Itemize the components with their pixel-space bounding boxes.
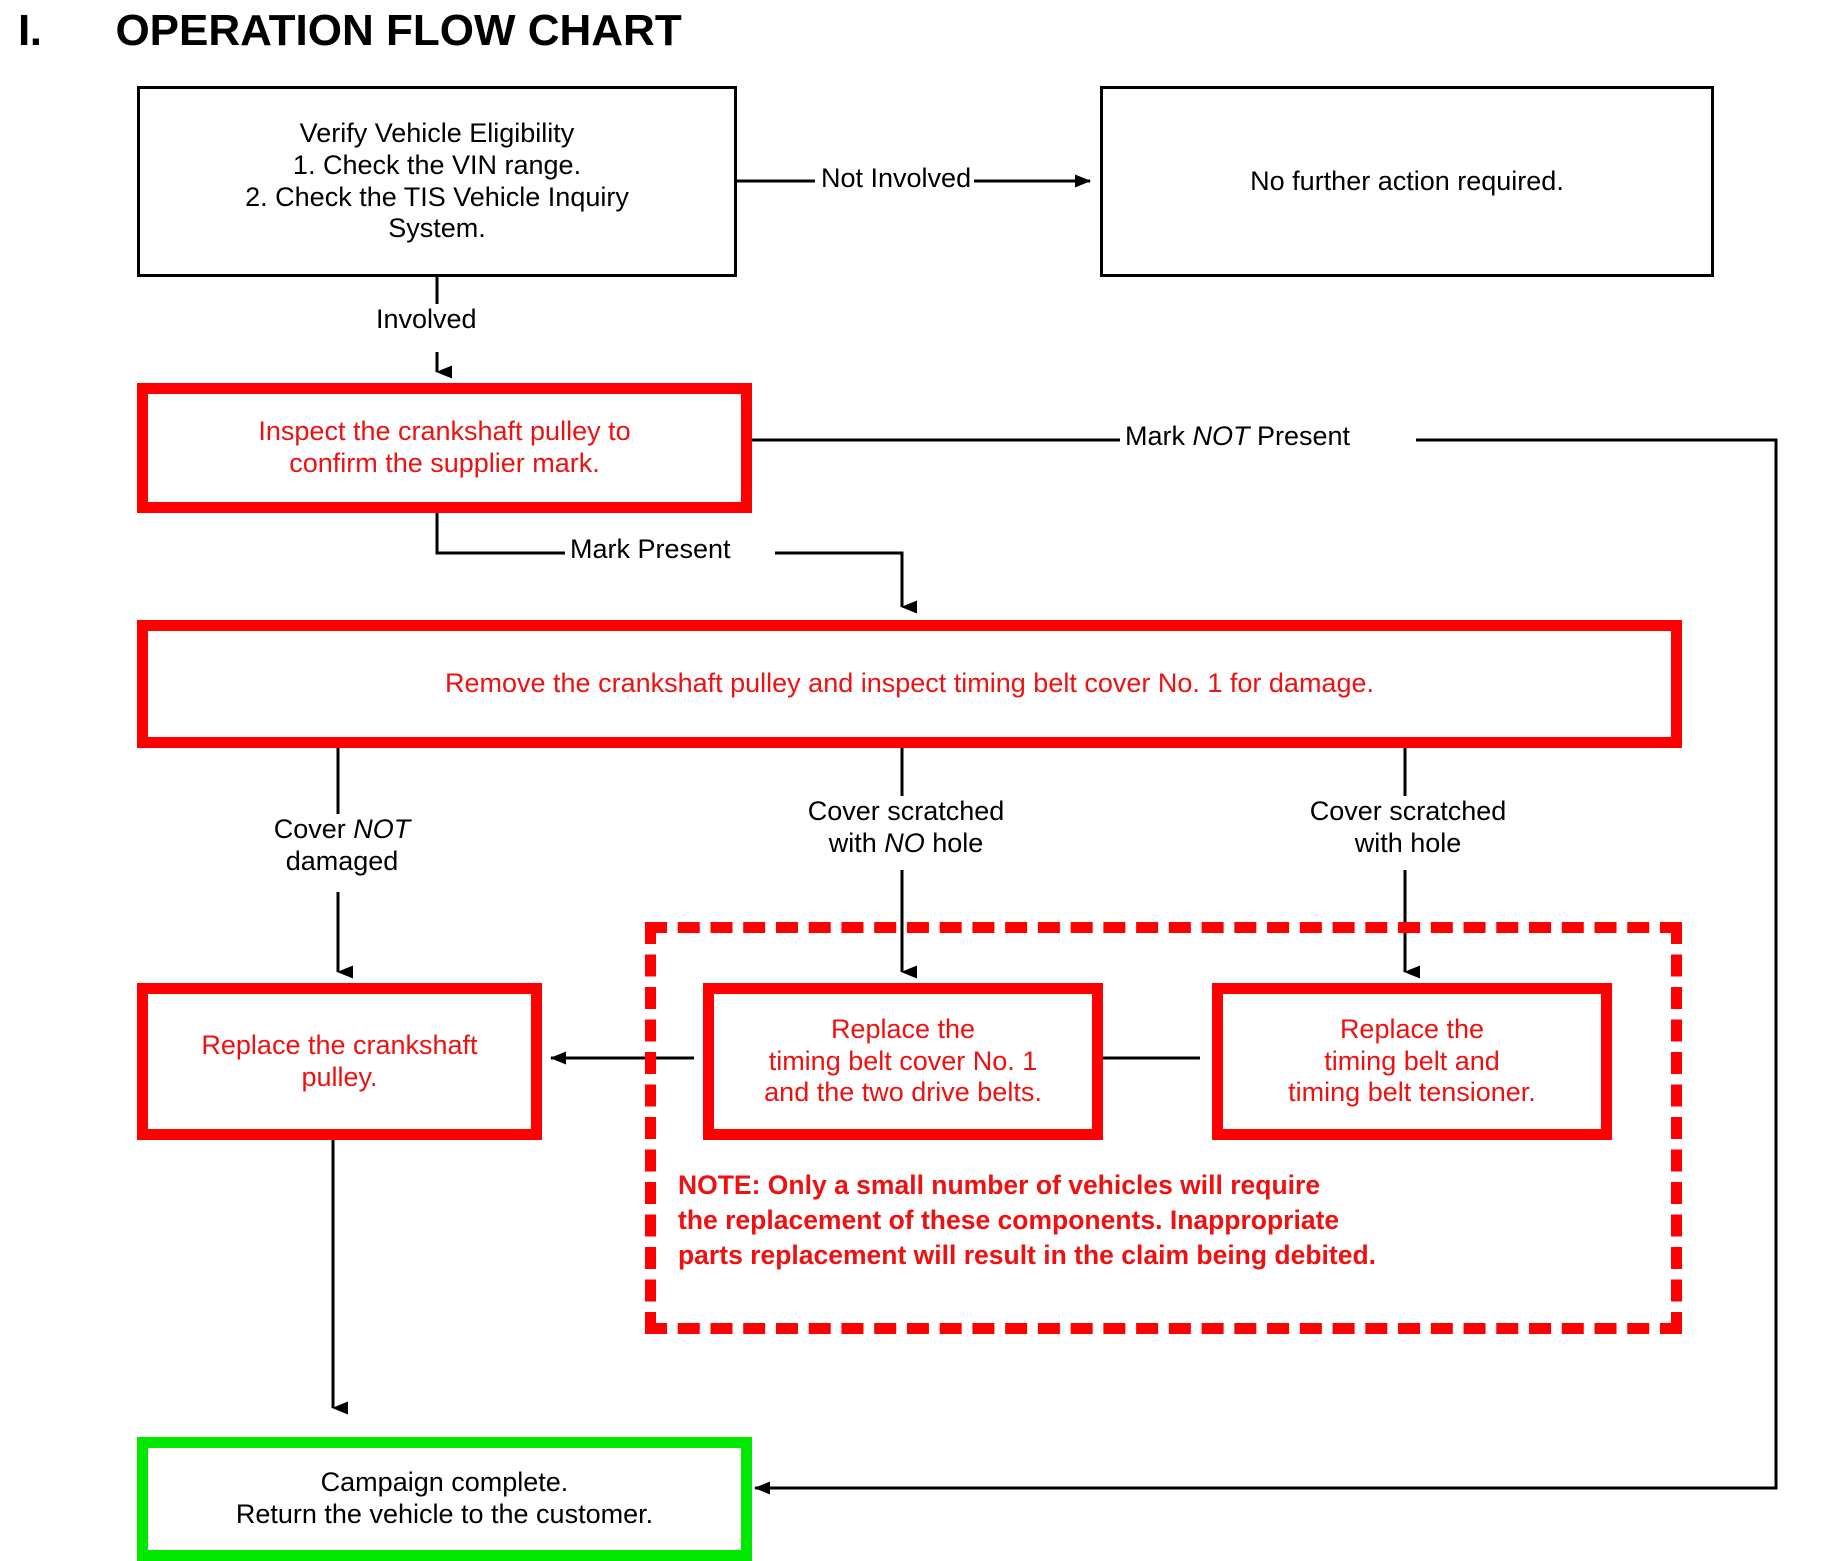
edge-label-cover-scratched-no-hole: Cover scratched with NO hole <box>770 796 1042 860</box>
edge-label-mark-present: Mark Present <box>567 534 734 566</box>
node-replace-belt-line-2: timing belt and <box>1324 1045 1500 1076</box>
edge-label-not-involved-text: Not Involved <box>821 163 972 193</box>
edge-label-cover-no-hole-c: NO <box>884 827 925 858</box>
edge-label-mark-present-text: Mark Present <box>570 534 731 564</box>
node-campaign-complete[interactable]: Campaign complete. Return the vehicle to… <box>137 1437 752 1561</box>
edge-label-cover-no-hole-a: Cover scratched <box>807 796 1005 826</box>
page-title: I. OPERATION FLOW CHART <box>18 6 682 56</box>
section-title: OPERATION FLOW CHART <box>115 6 682 55</box>
node-complete-line-1: Campaign complete. <box>320 1467 569 1498</box>
note-dashed-region <box>645 922 1682 1334</box>
node-remove-line-1: Remove the crankshaft pulley and inspect… <box>445 668 1374 699</box>
edge-label-cover-not-damaged: Cover NOT damaged <box>208 814 476 878</box>
section-number: I. <box>18 6 42 55</box>
note-line-2: the replacement of these components. Ina… <box>678 1204 1340 1235</box>
edge-label-cover-hole-a: Cover scratched <box>1309 796 1507 826</box>
node-verify-line-4: System. <box>388 213 486 244</box>
note-line-1: NOTE: Only a small number of vehicles wi… <box>678 1170 1321 1200</box>
edge-label-not-involved: Not Involved <box>818 163 975 195</box>
edge-label-mark-not-present: Mark NOT Present <box>1122 421 1354 453</box>
edge-label-cover-not-damaged-a: Cover <box>273 814 354 844</box>
node-replace-crankshaft-pulley[interactable]: Replace the crankshaft pulley. <box>137 983 542 1140</box>
edge-label-involved: Involved <box>373 304 480 336</box>
node-replace-cover-line-2: timing belt cover No. 1 <box>768 1045 1038 1076</box>
note-text: NOTE: Only a small number of vehicles wi… <box>678 1168 1668 1273</box>
edge-label-cover-scratched-hole: Cover scratched with hole <box>1272 796 1544 860</box>
node-verify-line-3: 2. Check the TIS Vehicle Inquiry <box>245 181 629 212</box>
node-replace-belt-line-1: Replace the <box>1339 1013 1485 1044</box>
edge-label-mark-not-present-a: Mark <box>1125 421 1193 451</box>
node-replace-timing-belt-tensioner[interactable]: Replace the timing belt and timing belt … <box>1212 983 1612 1140</box>
node-verify-line-1: Verify Vehicle Eligibility <box>299 117 575 148</box>
node-verify-vehicle-eligibility[interactable]: Verify Vehicle Eligibility 1. Check the … <box>137 86 737 277</box>
node-complete-line-2: Return the vehicle to the customer. <box>235 1499 654 1529</box>
node-inspect-line-1: Inspect the crankshaft pulley to <box>258 416 631 447</box>
edge-label-cover-hole-b: with hole <box>1354 827 1462 858</box>
edge-label-cover-not-damaged-b: NOT <box>353 814 411 844</box>
note-line-3: parts replacement will result in the cla… <box>678 1239 1377 1270</box>
node-replace-cover-line-1: Replace the <box>830 1013 976 1044</box>
node-remove-crankshaft-pulley[interactable]: Remove the crankshaft pulley and inspect… <box>137 620 1682 748</box>
edge-label-cover-no-hole-d: hole <box>924 827 984 858</box>
node-replace-pulley-line-1: Replace the crankshaft <box>201 1029 478 1060</box>
node-no-further-action[interactable]: No further action required. <box>1100 86 1714 277</box>
node-replace-cover-line-3: and the two drive belts. <box>764 1077 1042 1108</box>
node-replace-timing-belt-cover[interactable]: Replace the timing belt cover No. 1 and … <box>703 983 1103 1140</box>
edge-label-involved-text: Involved <box>376 304 477 334</box>
edge-label-mark-not-present-b: NOT <box>1192 421 1250 451</box>
node-replace-belt-line-3: timing belt tensioner. <box>1288 1077 1536 1108</box>
edge-label-cover-no-hole-b: with <box>828 827 885 858</box>
node-no-action-line-1: No further action required. <box>1250 165 1564 196</box>
node-inspect-line-2: confirm the supplier mark. <box>289 448 600 478</box>
node-replace-pulley-line-2: pulley. <box>301 1061 378 1092</box>
edge-label-cover-not-damaged-c: damaged <box>285 845 399 876</box>
node-verify-line-2: 1. Check the VIN range. <box>292 149 582 180</box>
edge-label-mark-not-present-c: Present <box>1249 421 1351 451</box>
edge-mark-present-left <box>435 512 565 555</box>
edge-mark-present-right <box>775 551 917 614</box>
node-inspect-crankshaft-pulley[interactable]: Inspect the crankshaft pulley to confirm… <box>137 383 752 513</box>
